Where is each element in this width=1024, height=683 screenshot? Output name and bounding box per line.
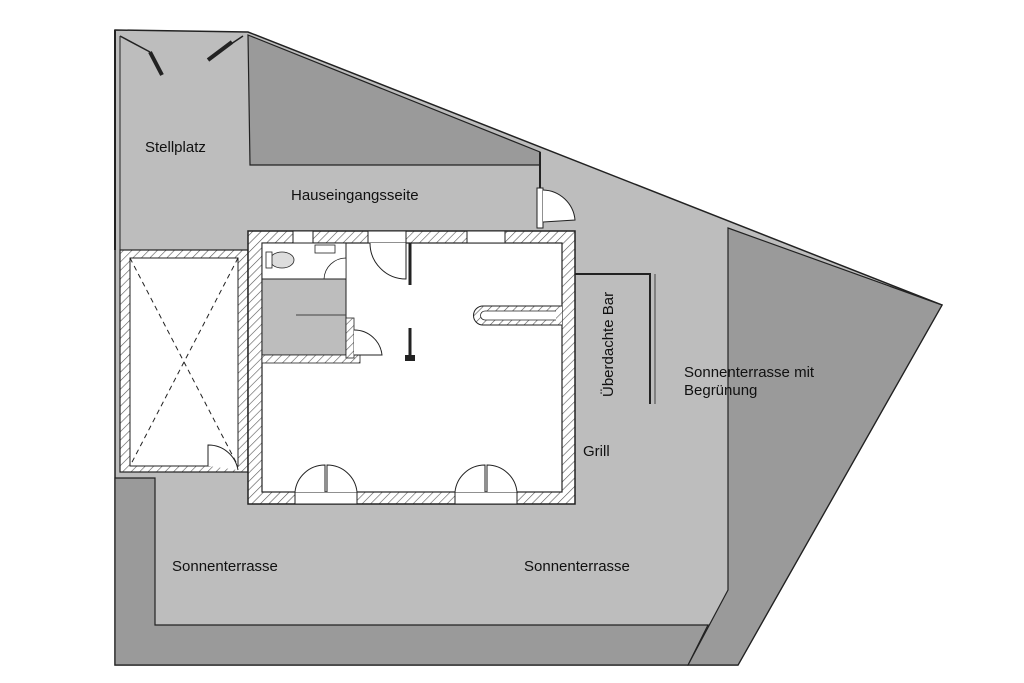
bar-roof-outline [575,273,651,404]
planted-area-bottom [114,477,709,666]
label-hauseingangsseite: Hauseingangsseite [291,187,419,204]
planted-area-top [247,34,541,166]
label-ueberdachte-bar: Überdachte Bar [599,292,617,397]
storage-room [261,278,347,356]
label-sonnenterrasse-right: Sonnenterrasse [524,558,630,575]
label-sonnenterrasse-left: Sonnenterrasse [172,558,278,575]
label-stellplatz: Stellplatz [145,139,206,156]
label-grill: Grill [583,443,610,460]
planted-area-right [687,227,943,666]
label-sonnenterrasse-begruenung-2: Begrünung [684,382,757,399]
label-sonnenterrasse-begruenung: Sonnenterrasse mit [684,364,815,381]
